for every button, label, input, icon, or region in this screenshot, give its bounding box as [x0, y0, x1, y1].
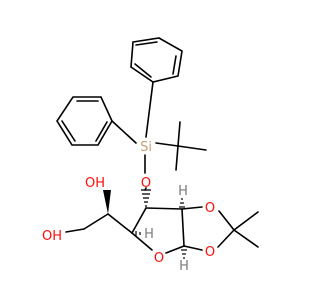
structure-svg: Si O OH OH O O O H H H	[42, 37, 259, 274]
molecule-diagram: Si O OH OH O O O H H H	[42, 37, 259, 274]
tert-butyl-group	[175, 121, 207, 171]
furanose-ring	[131, 207, 185, 254]
c5-oh-wedge	[103, 190, 111, 214]
dioxolane-oxygen-lower-label: O	[205, 245, 215, 260]
o-c3-hashed-bond	[141, 187, 151, 207]
secondary-hydroxyl-label: OH	[85, 176, 105, 191]
c2-hydrogen-label: H	[178, 184, 188, 199]
primary-hydroxyl-label: OH	[42, 229, 62, 244]
dioxolane-oxygen-upper-label: O	[205, 201, 215, 216]
c4-hydrogen-label: H	[144, 227, 154, 242]
silicon-atom-label: Si	[140, 140, 152, 155]
stereo-h-bonds	[135, 198, 187, 259]
silyl-ether-oxygen-label: O	[141, 176, 151, 191]
phenyl-ring-left	[56, 96, 113, 146]
side-chain	[65, 190, 133, 234]
silicon-bonds	[111, 81, 179, 174]
dioxolane-ring	[181, 206, 259, 251]
c1-hydrogen-label: H	[179, 259, 189, 274]
phenyl-ring-upper	[130, 37, 183, 83]
furanose-oxygen-label: O	[154, 251, 164, 266]
